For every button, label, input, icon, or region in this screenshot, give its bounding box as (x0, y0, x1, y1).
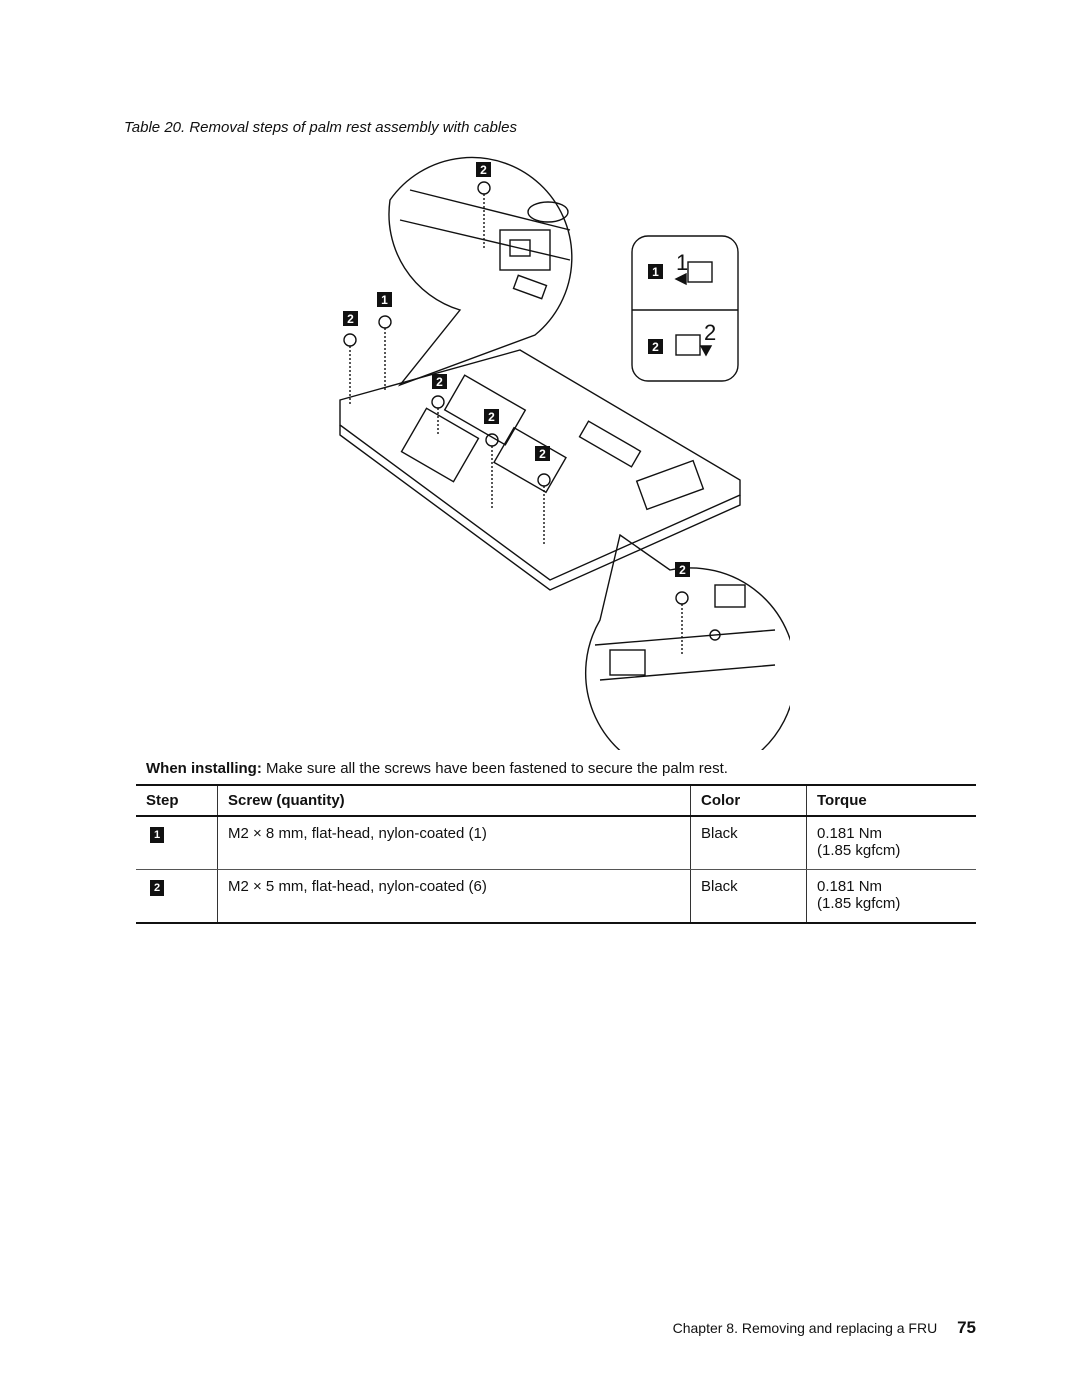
table-caption: Table 20. Removal steps of palm rest ass… (124, 119, 517, 136)
torque-nm: 0.181 Nm (817, 825, 883, 842)
torque-kgfcm: (1.85 kgfcm) (817, 842, 901, 859)
torque-nm: 0.181 Nm (817, 878, 883, 895)
legend-number: 1 (676, 250, 688, 275)
page-footer: Chapter 8. Removing and replacing a FRU … (673, 1318, 976, 1338)
note-label: When installing: (146, 760, 262, 777)
page-number: 75 (957, 1318, 976, 1337)
callout-label: 1 (652, 265, 659, 279)
screw-table: Step Screw (quantity) Color Torque 1 M2 … (136, 784, 976, 924)
screw-icon (537, 473, 551, 545)
screw-icon (431, 395, 445, 435)
screw-cell: M2 × 5 mm, flat-head, nylon-coated (6) (217, 869, 691, 924)
step-badge: 2 (150, 880, 164, 896)
callout-label: 1 (381, 293, 388, 307)
callout-label: 2 (488, 410, 495, 424)
torque-cell: 0.181 Nm (1.85 kgfcm) (806, 816, 976, 870)
legend-number: 2 (704, 320, 716, 345)
callout-label: 2 (480, 163, 487, 177)
step-badge: 1 (150, 827, 164, 843)
note-text: Make sure all the screws have been faste… (266, 760, 728, 777)
screw-icon (485, 433, 499, 510)
torque-kgfcm: (1.85 kgfcm) (817, 895, 901, 912)
table-header-row: Step Screw (quantity) Color Torque (136, 784, 976, 817)
legend-box (631, 235, 739, 382)
installation-note: When installing: Make sure all the screw… (146, 760, 728, 777)
chapter-title: Chapter 8. Removing and replacing a FRU (672, 1320, 938, 1336)
header-step: Step (136, 784, 218, 817)
callout-label: 2 (436, 375, 443, 389)
callout-label: 2 (347, 312, 354, 326)
screw-cell: M2 × 8 mm, flat-head, nylon-coated (1) (217, 816, 691, 870)
header-torque: Torque (806, 784, 976, 817)
header-screw: Screw (quantity) (217, 784, 691, 817)
screw-icon (343, 333, 357, 405)
top-detail-circle (388, 156, 573, 387)
screw-icon (378, 315, 392, 390)
table-row: 2 M2 × 5 mm, flat-head, nylon-coated (6)… (136, 869, 976, 924)
bottom-detail-circle (585, 533, 790, 750)
screw-icon (477, 181, 491, 250)
header-color: Color (690, 784, 807, 817)
callout-label: 2 (539, 447, 546, 461)
color-cell: Black (690, 869, 807, 924)
screw-icon (675, 591, 689, 655)
callout-label: 2 (652, 340, 659, 354)
callout-label: 2 (679, 563, 686, 577)
table-row: 1 M2 × 8 mm, flat-head, nylon-coated (1)… (136, 816, 976, 870)
color-cell: Black (690, 816, 807, 870)
torque-cell: 0.181 Nm (1.85 kgfcm) (806, 869, 976, 924)
palm-rest-removal-illustration: 2 1 2 2 2 2 2 1 2 1 2 (339, 156, 790, 750)
